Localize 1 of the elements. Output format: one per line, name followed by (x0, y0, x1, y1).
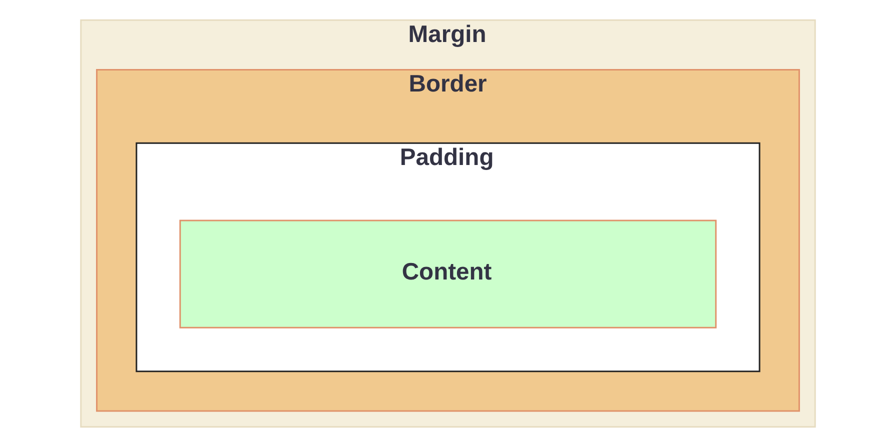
node-box: Content (179, 220, 717, 328)
